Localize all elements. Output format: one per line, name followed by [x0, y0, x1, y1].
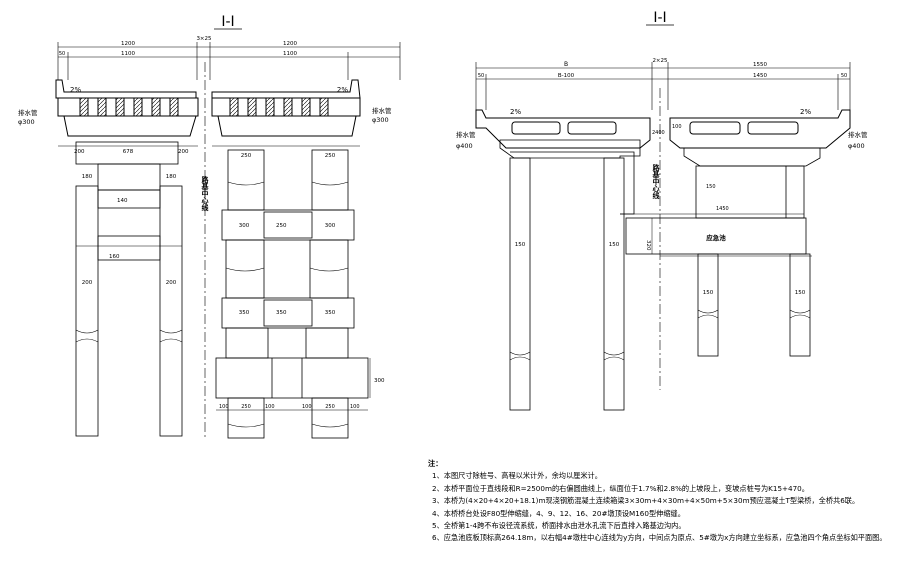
right-section: I-I B 2×25 1550 50 B-100 1450 50 2% 2% 排… — [456, 10, 868, 411]
left-r-dim-350c: 350 — [276, 310, 287, 316]
right-cap-height: 320 — [645, 240, 651, 251]
right-col-dim-150a: 150 — [515, 242, 526, 248]
right-col-dim-150b: 150 — [609, 242, 620, 248]
note-line: 6、应急池底板顶标高264.18m，以右幅4#墩柱中心连线为y方向，中间点为原点… — [432, 533, 887, 543]
left-foot-dim-100d: 100 — [350, 404, 360, 410]
left-slope-right: 2% — [337, 86, 348, 94]
left-pier-dim-200a: 200 — [74, 149, 85, 155]
left-deck-left — [55, 79, 199, 137]
left-mid-dim-160: 160 — [109, 254, 120, 260]
left-dim-1200a: 1200 — [121, 41, 135, 47]
note-line: 3、本桥为(4×20+4×20+18.1)m现浇钢筋混凝土连续箱梁3×30m+4… — [432, 496, 860, 506]
right-drain-label-left: 排水管 — [456, 130, 476, 139]
note-line: 4、本桥桥台处设F80型伸缩缝，4、9、12、16、20#墩顶设M160型伸缩缝… — [432, 508, 685, 518]
left-r-dim-350a: 350 — [239, 310, 250, 316]
right-slope-left: 2% — [510, 108, 521, 116]
left-dim-1100b: 1100 — [283, 51, 297, 57]
right-drain-dia-right: φ400 — [848, 142, 865, 150]
left-drain-label-left: 排水管 — [18, 108, 38, 117]
left-foot-dim-250a: 250 — [241, 404, 251, 410]
left-r-dim-300b: 300 — [325, 223, 336, 229]
right-dimension-lines — [475, 62, 851, 110]
note-line: 2、本桥平面位于直线段和R=2500m的右偏圆曲线上，纵面位于1.7%和2.8%… — [432, 483, 809, 493]
right-dim-2x25: 2×25 — [652, 58, 668, 64]
right-girder-left — [475, 109, 651, 149]
left-col-dim-200b: 200 — [166, 280, 177, 286]
left-dimension-lines — [57, 42, 401, 80]
left-drain-dia-right: φ300 — [372, 116, 389, 124]
left-deck-right — [211, 79, 361, 137]
right-beam-dim-150: 150 — [706, 184, 716, 190]
right-beam-dim-1450: 1450 — [716, 206, 729, 212]
right-dim-1550: 1550 — [753, 62, 767, 68]
left-drain-dia-left: φ300 — [18, 118, 35, 126]
left-foot-dim-100a: 100 — [219, 404, 229, 410]
right-beam-dim-2400: 2400 — [652, 130, 665, 136]
left-pier-dim-200b: 200 — [178, 149, 189, 155]
left-col-dim-180b: 180 — [166, 174, 177, 180]
left-pier — [58, 141, 198, 437]
left-r-dim-250c: 250 — [276, 223, 287, 229]
left-foot-dim-100c: 100 — [302, 404, 312, 410]
left-drain-label-right: 排水管 — [372, 106, 392, 115]
right-pile-dim-150b: 150 — [795, 290, 806, 296]
left-dim-50: 50 — [59, 51, 65, 57]
right-girder-right — [669, 109, 851, 149]
left-section: I-I 1200 3×25 1200 50 1100 1100 — [18, 14, 401, 440]
right-slope-right: 2% — [800, 108, 811, 116]
right-dim-B: B — [564, 61, 568, 68]
left-dim-1200b: 1200 — [283, 41, 297, 47]
left-dim-3x25: 3×25 — [196, 36, 212, 42]
left-r-dim-350b: 350 — [325, 310, 336, 316]
left-title: I-I — [221, 14, 234, 30]
right-dim-50b: 50 — [841, 73, 847, 79]
left-dim-1100a: 1100 — [121, 51, 135, 57]
left-foot-dim-250b: 250 — [325, 404, 335, 410]
right-drain-dia-left: φ400 — [456, 142, 473, 150]
left-foot-dim-100b: 100 — [265, 404, 275, 410]
left-r-dim-300a: 300 — [239, 223, 250, 229]
note-line: 1、本图尺寸除桩号、高程以米计外，余均以厘米计。 — [432, 471, 602, 481]
right-beam-dim-100: 100 — [672, 124, 682, 130]
left-r-dim-300c: 300 — [374, 378, 385, 384]
left-centerline-label: 路基中心线 — [201, 175, 210, 212]
right-dim-50a: 50 — [478, 73, 484, 79]
left-slope-left: 2% — [70, 86, 81, 94]
right-pier-right — [620, 147, 821, 357]
right-dim-B100: B-100 — [558, 73, 575, 79]
right-centerline-label: 路基中心线 — [652, 163, 661, 200]
left-pier-dim-678: 678 — [123, 149, 134, 155]
drawing-canvas: I-I 1200 3×25 1200 50 1100 1100 — [18, 10, 868, 440]
right-pile-dim-150a: 150 — [703, 290, 714, 296]
left-col-dim-180a: 180 — [82, 174, 93, 180]
right-drain-label-right: 排水管 — [848, 130, 868, 139]
left-right-pier — [212, 145, 371, 439]
left-r-dim-250b: 250 — [325, 153, 336, 159]
notes-heading: 注： — [428, 459, 443, 468]
right-title: I-I — [653, 10, 666, 26]
note-line: 5、全桥第1-4跨不布设径流系统，桥面排水由泄水孔流下后直排入路基边沟内。 — [432, 521, 686, 531]
left-beam-dim-140: 140 — [117, 198, 128, 204]
right-dim-1450: 1450 — [753, 73, 767, 79]
right-pool-label: 应急池 — [706, 233, 726, 242]
notes-block: 注： 1、本图尺寸除桩号、高程以米计外，余均以厘米计。 2、本桥平面位于直线段和… — [428, 458, 898, 545]
left-col-dim-200a: 200 — [82, 280, 93, 286]
left-r-dim-250a: 250 — [241, 153, 252, 159]
right-pier-left — [499, 139, 641, 411]
